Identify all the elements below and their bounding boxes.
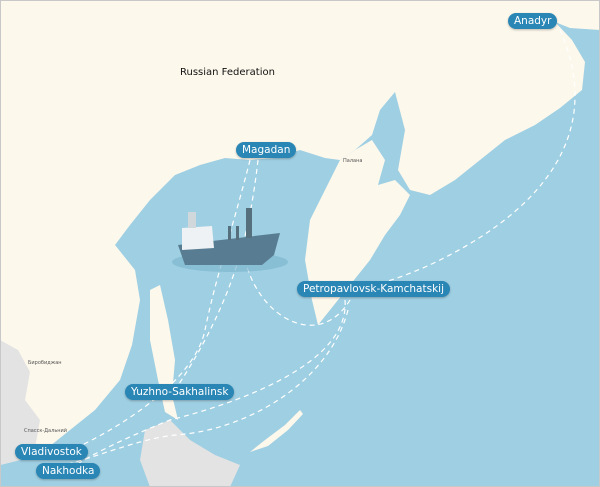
route-petropavlovsk-magadan — [244, 259, 351, 326]
city-label-palana: Палана — [343, 158, 363, 164]
kamchatka-peninsula — [305, 140, 410, 325]
route-petropavlovsk-nakhodka — [69, 299, 346, 471]
mainland-russia — [0, 0, 600, 465]
port-yuzhno-sakhalinsk[interactable]: Yuzhno-Sakhalinsk — [125, 384, 235, 400]
route-petropavlovsk-vladivostok — [39, 309, 349, 471]
city-label-spassk: Спасск-Дальний — [24, 428, 68, 434]
city-label-birobidzhan: Биробиджан — [28, 360, 62, 366]
port-petropavlovsk[interactable]: Petropavlovsk-Kamchatskij — [297, 281, 450, 297]
kuril-islands — [250, 410, 303, 452]
port-nakhodka[interactable]: Nakhodka — [36, 463, 101, 479]
port-vladivostok[interactable]: Vladivostok — [15, 444, 88, 460]
ship-illustration — [172, 208, 288, 272]
port-magadan[interactable]: Magadan — [236, 142, 297, 158]
country-label: Russian Federation — [180, 67, 275, 78]
port-anadyr[interactable]: Anadyr — [508, 13, 558, 29]
route-magadan-vladivostok — [59, 159, 251, 456]
china-territory — [0, 340, 40, 465]
